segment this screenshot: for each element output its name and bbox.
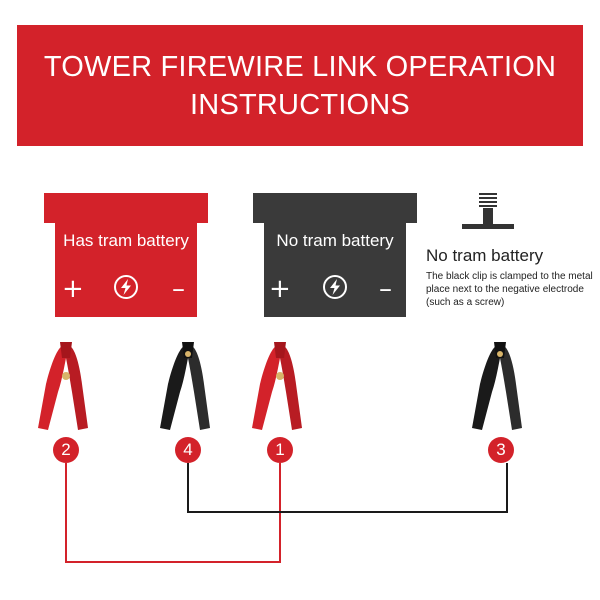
battery-label: Has tram battery — [63, 231, 189, 250]
title-line-2: INSTRUCTIONS — [190, 88, 410, 121]
lightning-bolt-icon — [323, 275, 347, 299]
title-line-1: TOWER FIREWIRE LINK OPERATION — [43, 50, 557, 83]
lightning-bolt-icon — [114, 275, 138, 299]
title-banner: TOWER FIREWIRE LINK OPERATION INSTRUCTIO… — [17, 25, 583, 146]
battery-cap — [253, 193, 417, 223]
red-clip — [252, 342, 302, 430]
battery-body — [55, 223, 197, 317]
positive-terminal-label: + — [62, 274, 84, 304]
step-badge: 2 — [53, 437, 79, 463]
bolt-screw-icon — [462, 193, 514, 229]
battery-cap — [44, 193, 208, 223]
negative-terminal-label: – — [379, 274, 392, 304]
red-clip — [38, 342, 88, 430]
step-badge: 3 — [488, 437, 514, 463]
battery-has-tram: Has tram battery + – — [44, 193, 208, 317]
battery-body — [264, 223, 406, 317]
negative-point-note: No tram battery The black clip is clampe… — [426, 246, 596, 309]
step-badge: 4 — [175, 437, 201, 463]
red-wire — [65, 463, 281, 563]
battery-label: No tram battery — [276, 231, 394, 250]
black-wire — [187, 463, 508, 513]
positive-terminal-label: + — [269, 274, 291, 304]
negative-point-description: The black clip is clamped to the metal p… — [426, 271, 593, 308]
step-badge: 1 — [267, 437, 293, 463]
battery-no-tram: No tram battery + – — [253, 193, 417, 317]
negative-point-title: No tram battery — [426, 246, 544, 265]
negative-terminal-label: – — [172, 274, 185, 304]
black-clip — [472, 342, 522, 430]
black-clip — [160, 342, 210, 430]
